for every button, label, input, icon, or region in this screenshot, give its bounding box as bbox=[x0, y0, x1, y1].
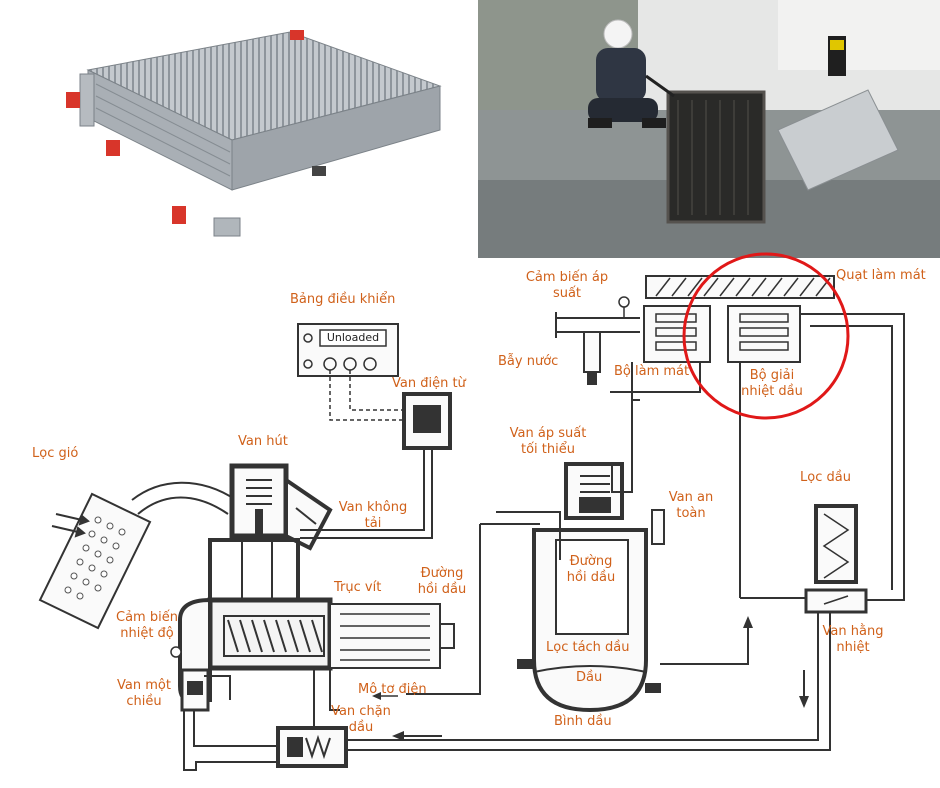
label-intake-valve: Van hút bbox=[238, 434, 288, 449]
check-valve bbox=[180, 668, 210, 712]
label-cooling-fan: Quạt làm mát bbox=[836, 268, 926, 283]
label-cooler: Bộ làm mát bbox=[614, 364, 690, 379]
label-oil-filter: Lọc dầu bbox=[800, 470, 851, 485]
label-screw: Trục vít bbox=[334, 580, 382, 595]
label-check-valve: Van một chiều bbox=[117, 678, 171, 709]
label-unload-valve: Van không tải bbox=[338, 500, 408, 531]
product-photo bbox=[0, 0, 478, 258]
oil-tank bbox=[517, 528, 661, 713]
oil-stop-valve bbox=[276, 726, 348, 768]
label-control-panel: Bảng điều khiển bbox=[290, 292, 396, 307]
label-water-trap: Bẫy nước bbox=[498, 354, 559, 369]
oil-radiator bbox=[727, 305, 801, 363]
label-oil-return-right: Đường hồi dầu bbox=[566, 554, 616, 585]
thermostat-valve bbox=[804, 588, 868, 614]
label-oil-radiator: Bộ giải nhiệt dầu bbox=[741, 368, 803, 399]
oil-filter bbox=[814, 504, 858, 584]
label-oil: Dầu bbox=[576, 670, 603, 685]
label-oil-tank: Bình dầu bbox=[554, 714, 612, 729]
water-trap bbox=[555, 296, 640, 385]
safety-valve bbox=[651, 509, 665, 545]
aluminum-oil-cooler-photo bbox=[66, 30, 442, 237]
worker-photo bbox=[478, 0, 940, 258]
air-cooler bbox=[643, 305, 711, 363]
label-temp-sensor: Cảm biến nhiệt độ bbox=[116, 610, 178, 641]
label-min-pressure-valve: Van áp suất tối thiểu bbox=[509, 426, 587, 457]
intake-valve bbox=[208, 463, 333, 602]
label-motor: Mô tơ điện bbox=[358, 682, 427, 697]
highlight-circle bbox=[682, 252, 850, 420]
control-panel bbox=[297, 323, 399, 377]
cooling-fan bbox=[645, 275, 835, 299]
label-air-filter: Lọc gió bbox=[32, 446, 79, 461]
air-filter bbox=[38, 492, 152, 630]
panel-display: Unloaded bbox=[326, 331, 380, 344]
electric-motor bbox=[329, 603, 455, 669]
label-oil-stop-valve: Van chặn dầu bbox=[331, 704, 391, 735]
label-oil-return-left: Đường hồi dầu bbox=[417, 566, 467, 597]
label-safety-valve: Van an toàn bbox=[668, 490, 714, 521]
solenoid-valve bbox=[402, 392, 452, 450]
worker-cleaning-radiator-photo bbox=[478, 0, 940, 258]
label-thermostat-valve: Van hằng nhiệt bbox=[822, 624, 884, 655]
label-separator-filter: Lọc tách dầu bbox=[546, 640, 630, 655]
label-solenoid-valve: Van điện từ bbox=[392, 376, 466, 391]
label-pressure-sensor: Cảm biến áp suất bbox=[525, 270, 609, 301]
